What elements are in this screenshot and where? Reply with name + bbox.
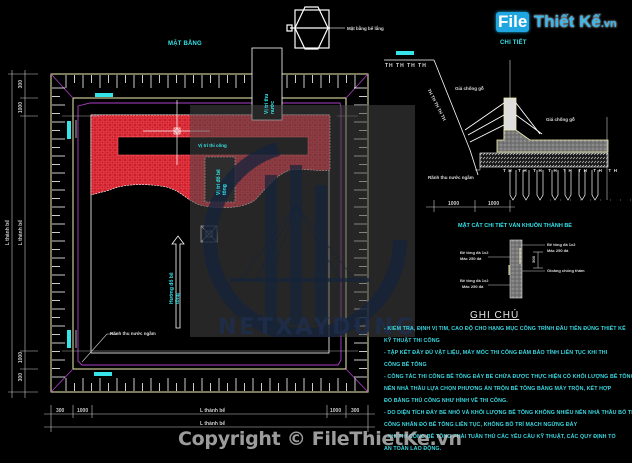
- notes-title: GHI CHÚ: [470, 310, 520, 321]
- dim-bottom-right-1: 1000: [330, 408, 342, 414]
- note-line: ĐỔ BẰNG THỦ CÔNG NHƯ HÌNH VẼ THI CÔNG.: [384, 398, 508, 404]
- plan-title: MẶT BẰNG: [168, 41, 202, 47]
- detail-view: [384, 51, 632, 212]
- center-strip-label: Vị trí thi công: [198, 143, 227, 148]
- center-slot-label: Vị trí đổ bê tông: [216, 169, 228, 195]
- logo-text: Thiết Kế.vn: [534, 12, 617, 34]
- dim-bottom-left-2: 1000: [77, 408, 89, 414]
- section-label-left-1b: Mác 250 đá: [460, 256, 482, 261]
- dim-bottom-total: L thành bể: [200, 421, 226, 427]
- logo-brand: Thiết Kế: [533, 12, 601, 31]
- detail-label-drain: Rãnh thu nước ngầm: [428, 175, 474, 180]
- left-dimensions: [8, 70, 38, 398]
- watermark-panel: [190, 105, 415, 337]
- section-label-right-1b: Mác 250 đá: [547, 248, 569, 253]
- netxaydung-watermark: NETXAYDUNG: [218, 315, 417, 340]
- section-label-right-2: Gioăng chống thấm: [547, 268, 585, 273]
- section-label-left-2b: Mác 250 đá: [462, 284, 484, 289]
- section-view: [488, 239, 545, 299]
- dim-bottom-left-1: 300: [56, 408, 65, 414]
- section-symbol-icon: [286, 6, 345, 50]
- copyright-watermark: Copyright © FileThietKe.vn: [178, 428, 462, 450]
- symbol-label: Mặt bằng bể lắng: [347, 26, 384, 31]
- note-line: CÔNG NHÂN ĐỔ BÊ TÔNG LIÊN TỤC, KHÔNG BỐ …: [384, 422, 578, 428]
- dim-left-top-2: 1000: [18, 102, 24, 114]
- detail-top-marks: TH TH TH TH: [385, 63, 427, 69]
- bottom-dimensions: [44, 405, 375, 432]
- note-line: - KHI THI CÔNG BÊ TÔNG PHẢI TUÂN THỦ CÁC…: [384, 434, 616, 440]
- detail-label-brace-1: Giá chống gỗ: [455, 86, 484, 91]
- dim-left-bottom-2: 300: [18, 373, 24, 382]
- dim-left-total-2: L thành bể: [18, 220, 24, 246]
- filethietke-logo: File Thiết Kế.vn: [496, 12, 617, 34]
- note-line: NÊN NHÀ THẦU LỰA CHỌN PHƯƠNG ÁN TRỘN BÊ …: [384, 386, 612, 392]
- logo-file-badge: File: [496, 12, 530, 32]
- detail-title: CHI TIẾT: [500, 40, 527, 46]
- notes-list: - KIỂM TRA, ĐỊNH VỊ TIM, CAO ĐỘ CHO HẠNG…: [384, 323, 632, 455]
- note-line: KỸ THUẬT THI CÔNG: [384, 338, 440, 344]
- logo-tld: .vn: [600, 18, 617, 30]
- dim-detail-1: 1000: [448, 201, 460, 207]
- detail-pile-marks: TH TH TH TH TH TH TH TH: [503, 168, 620, 173]
- dim-bottom-right-2: 300: [351, 408, 360, 414]
- arrow-label: Hướng đổ bê tông: [169, 272, 181, 304]
- dim-detail-2: 1000: [488, 201, 500, 207]
- corner-label: Rãnh thu nước ngầm: [110, 331, 156, 336]
- note-line: - DO DIỆN TÍCH ĐÁY BỂ NHỎ VÀ KHỐI LƯỢNG …: [384, 410, 632, 416]
- note-line: - KIỂM TRA, ĐỊNH VỊ TIM, CAO ĐỘ CHO HẠNG…: [384, 326, 626, 332]
- section-title: MẶT CẮT CHI TIẾT VÁN KHUÔN THÀNH BỂ: [458, 223, 572, 229]
- note-line: - CÔNG TÁC THI CÔNG BÊ TÔNG ĐÁY BỂ CHỨA …: [384, 374, 632, 380]
- detail-label-brace-2: Giá chống gỗ: [546, 117, 575, 122]
- note-line: AN TOÀN LAO ĐỘNG.: [384, 446, 442, 452]
- note-line: CÔNG BÊ TÔNG: [384, 362, 427, 368]
- dim-left-bottom-1: 1000: [18, 352, 24, 364]
- top-slot-label: Vị trí thu nước: [264, 93, 276, 114]
- plan-view: [50, 73, 369, 393]
- pour-direction-arrow: [171, 235, 185, 329]
- section-label-left-2: Bê tông đá 1x2: [460, 278, 489, 283]
- dim-left-top-1: 300: [18, 80, 24, 89]
- dim-bottom-middle: L thành bể: [200, 408, 226, 414]
- note-line: - TẬP KẾT ĐẦY ĐỦ VẬT LIỆU, MÁY MÓC THI C…: [384, 350, 608, 356]
- section-dim: 500: [531, 256, 536, 263]
- dim-left-total-1: L thành bể: [5, 220, 11, 246]
- section-label-left-1: Bê tông đá 1x2: [460, 250, 489, 255]
- section-label-right-1: Bê tông đá 1x2: [547, 242, 576, 247]
